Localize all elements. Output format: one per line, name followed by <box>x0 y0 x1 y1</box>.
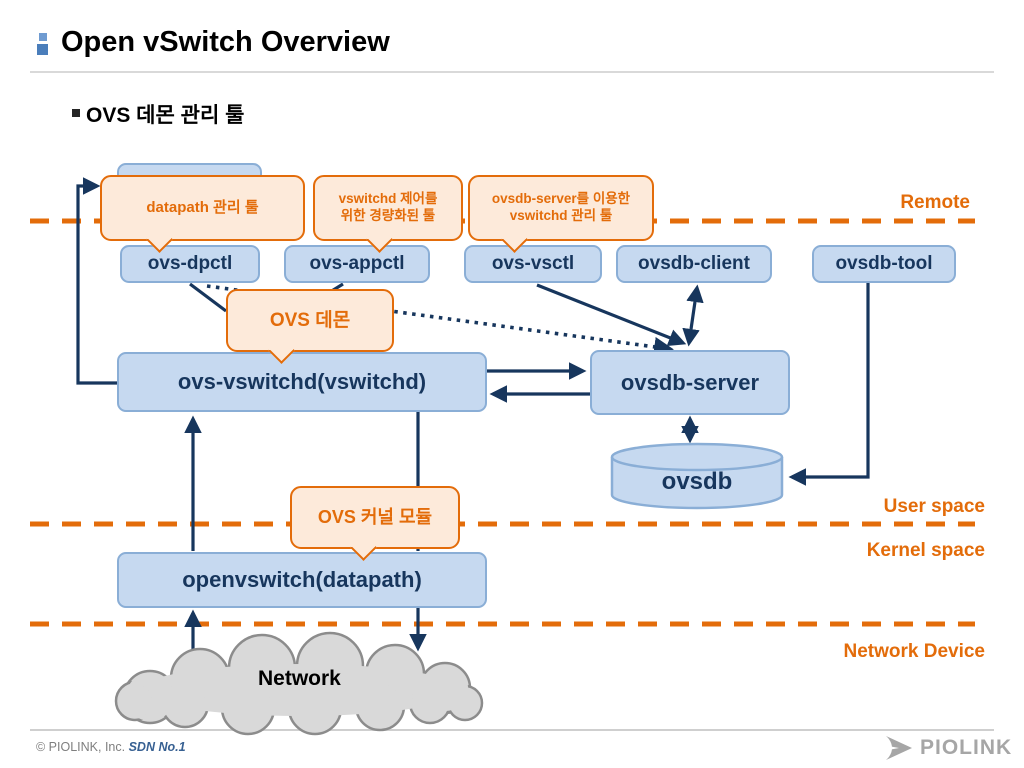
footer-doc-number: SDN No.1 <box>128 740 186 754</box>
footer-divider <box>30 729 994 731</box>
callout-ovs-daemon: OVS 데몬 <box>226 289 394 364</box>
callout-vsctl-tool: ovsdb-server를 이용한 vswitchd 관리 툴 <box>468 175 654 253</box>
zone-label-kernel-space: Kernel space <box>866 540 985 561</box>
node-label: ovsdb-client <box>638 253 750 274</box>
piolink-logo-icon <box>886 736 912 760</box>
callout-kernel-module-text: OVS 커널 모듈 <box>317 507 433 528</box>
node-label: ovsdb-tool <box>835 253 933 274</box>
callout-appctl-tool-text: vswitchd 제어를 위한 경량화된 툴 <box>338 191 438 223</box>
edge-vsctl-to-ovsdbserver <box>536 283 687 346</box>
slide-subtitle: OVS 데몬 관리 툴 <box>86 104 245 127</box>
node-label: ovsdb-server <box>620 369 760 395</box>
title-bullet-icon <box>39 33 47 41</box>
node-ovs-dpctl: ovs-dpctl <box>120 245 260 283</box>
zone-label-remote: Remote <box>900 192 970 213</box>
page-title: Open vSwitch Overview <box>61 26 390 58</box>
node-ovs-vswitchd: ovs-vswitchd(vswitchd) <box>117 352 487 412</box>
callout-vsctl-tool-text: ovsdb-server를 이용한 vswitchd 관리 툴 <box>491 191 631 223</box>
node-openvswitch: openvswitch(datapath) <box>117 552 487 608</box>
title-divider <box>30 71 994 73</box>
node-label: ovs-vswitchd(vswitchd) <box>177 369 427 394</box>
node-label: ovs-vsctl <box>491 253 575 274</box>
callout-appctl-tool: vswitchd 제어를 위한 경량화된 툴 <box>313 175 463 253</box>
network-label: Network <box>258 667 341 690</box>
ovsdb-cylinder <box>610 442 784 510</box>
edge-dpctl-to-daemon <box>189 282 227 313</box>
node-ovs-appctl: ovs-appctl <box>284 245 430 283</box>
edge-client-ovsdbserver-bidir <box>682 284 704 347</box>
node-label: ovs-dpctl <box>147 253 233 274</box>
node-ovs-vsctl: ovs-vsctl <box>464 245 602 283</box>
edge-ovsdbtool-to-ovsdb <box>788 282 870 486</box>
title-bullet-icon <box>37 44 48 55</box>
node-ovsdb-client: ovsdb-client <box>616 245 772 283</box>
footer-copyright: © PIOLINK, Inc. SDN No.1 <box>36 740 186 754</box>
node-ovsdb-tool: ovsdb-tool <box>812 245 956 283</box>
network-cloud-fill <box>118 635 480 732</box>
edge-dpctl-to-ovsdbserver-dotted <box>206 284 674 357</box>
node-label: ovs-appctl <box>309 253 405 274</box>
subtitle-bullet-icon <box>72 109 80 117</box>
callout-kernel-module: OVS 커널 모듈 <box>290 486 460 561</box>
callout-ovs-daemon-text: OVS 데몬 <box>269 309 351 331</box>
node-ovsdb-label: ovsdb <box>661 468 733 495</box>
zone-label-user-space: User space <box>883 496 985 517</box>
callout-datapath-tool: datapath 관리 툴 <box>100 175 305 253</box>
callout-datapath-tool-text: datapath 관리 툴 <box>146 198 259 216</box>
piolink-logo-text: PIOLINK <box>920 736 1013 759</box>
node-label: openvswitch(datapath) <box>182 567 422 592</box>
node-ovsdb-server: ovsdb-server <box>590 350 790 415</box>
zone-label-network-device: Network Device <box>843 641 985 662</box>
edge-vswitchd-to-dpctl <box>76 177 117 385</box>
piolink-logo: PIOLINK <box>884 734 1012 762</box>
